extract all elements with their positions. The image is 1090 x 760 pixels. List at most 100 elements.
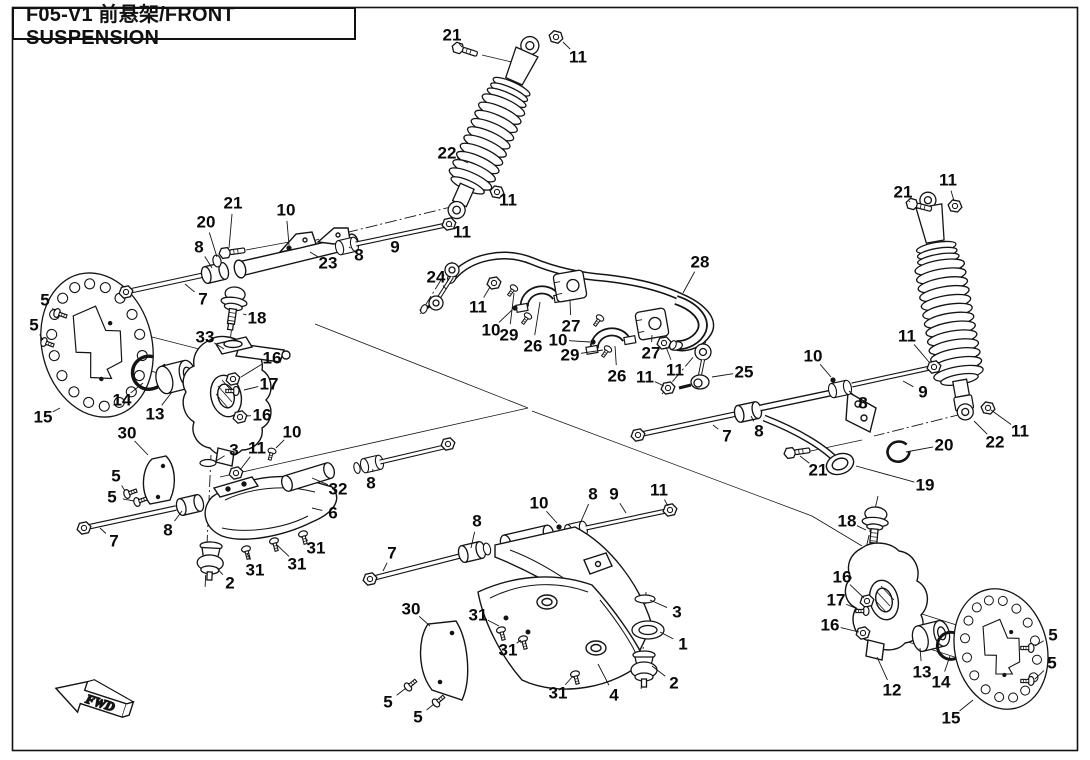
leader-line [52, 407, 61, 413]
leader-line [99, 527, 107, 534]
leader-line [848, 390, 855, 397]
tie-rod-lower-left [87, 505, 177, 530]
leader-line [856, 525, 867, 531]
callout-30-71: 30 [401, 599, 421, 619]
leader-line [1034, 640, 1044, 647]
leader-line [597, 663, 610, 686]
callout-11-35: 11 [666, 360, 684, 380]
sway-bar-bushing-left [552, 269, 588, 303]
leader-line [498, 309, 513, 323]
fwd-label: FWD [83, 691, 117, 715]
leader-line [309, 251, 319, 258]
callout-7-65: 7 [387, 543, 397, 563]
callout-19-45: 19 [915, 475, 935, 495]
sway-bar-clamp-right [585, 327, 637, 355]
callout-10-26: 10 [481, 320, 501, 340]
callout-18-13: 18 [247, 308, 267, 328]
nut-icon [661, 502, 679, 518]
callout-12-85: 12 [882, 680, 902, 700]
callout-11-54: 11 [248, 438, 266, 458]
leader-line [546, 510, 558, 524]
ball-joint-left-upper [220, 286, 248, 331]
brake-disc-left [40, 272, 154, 418]
leader-line [1034, 670, 1045, 680]
callout-13-18: 13 [145, 404, 165, 424]
leader-line [442, 285, 447, 290]
leader-line [649, 599, 668, 608]
callout-29-31: 29 [560, 345, 580, 365]
leader-line [246, 552, 251, 561]
leader-line [580, 349, 604, 354]
washer-icon [212, 254, 222, 268]
bolt-icon [782, 444, 812, 460]
sway-bar-bushing-right [634, 307, 670, 341]
leader-line [908, 200, 911, 203]
callout-7-12: 7 [198, 289, 208, 309]
callout-31-74: 31 [548, 683, 568, 703]
leader-line [458, 43, 463, 48]
leader-line [682, 271, 696, 294]
callout-8-47: 8 [858, 393, 868, 413]
steering-knuckle-left [182, 335, 291, 467]
set-screw-icon [556, 524, 562, 530]
leader-line [819, 364, 832, 378]
callout-29-27: 29 [499, 325, 519, 345]
leader-line [711, 373, 734, 378]
leader-line [578, 503, 590, 527]
screw-icon [240, 544, 254, 561]
callout-27-29: 27 [561, 316, 581, 336]
callout-3-53: 3 [229, 440, 239, 460]
callout-31-63: 31 [287, 554, 307, 574]
callout-11-1: 11 [569, 47, 587, 67]
callout-24-24: 24 [426, 267, 446, 287]
callout-16-82: 16 [832, 567, 852, 587]
leader-line [651, 665, 666, 677]
leader-line [516, 639, 522, 644]
callout-11-39: 11 [939, 170, 957, 190]
leader-line [214, 342, 225, 350]
leader-line [950, 190, 955, 202]
leader-line [840, 627, 860, 633]
callout-25-37: 25 [734, 362, 754, 382]
leader-line [902, 380, 914, 388]
nut-icon [547, 29, 565, 45]
washer-icon [482, 542, 492, 556]
callout-5-52: 5 [107, 487, 117, 507]
leader-line [242, 313, 247, 316]
callout-5-14: 5 [40, 290, 50, 310]
callout-11-70: 11 [650, 480, 668, 500]
leader-line [849, 584, 865, 599]
callout-9-69: 9 [609, 484, 619, 504]
leader-line [286, 220, 290, 246]
leader-line [654, 381, 665, 387]
leader-line [52, 307, 56, 312]
leader-line [311, 507, 323, 511]
shock-absorber-front-right [914, 191, 984, 421]
brake-disc-right [953, 588, 1049, 710]
callout-2-79: 2 [669, 673, 679, 693]
leader-line [659, 631, 674, 640]
leader-line [876, 656, 888, 681]
leader-line [228, 213, 233, 249]
leader-line [174, 510, 183, 522]
leader-line [665, 346, 672, 360]
callout-2-61: 2 [225, 573, 235, 593]
bolt-icon [217, 244, 247, 260]
leader-line [348, 246, 351, 249]
callout-10-46: 10 [803, 346, 823, 366]
leader-line [204, 256, 213, 269]
tie-rod-9-center [585, 508, 667, 531]
callout-15-16: 15 [33, 407, 53, 427]
leader-line [311, 477, 329, 486]
callout-1-78: 1 [678, 634, 688, 654]
bushing-icon [174, 493, 206, 517]
leader-line [122, 498, 135, 502]
page-border [11, 6, 1079, 752]
set-screw-icon [830, 377, 836, 383]
leader-line [664, 499, 669, 507]
callout-8-66: 8 [472, 511, 482, 531]
callout-8-68: 8 [588, 484, 598, 504]
callout-5-90: 5 [1047, 653, 1057, 673]
callout-7-48: 7 [722, 426, 732, 446]
callout-11-36: 11 [636, 367, 654, 387]
